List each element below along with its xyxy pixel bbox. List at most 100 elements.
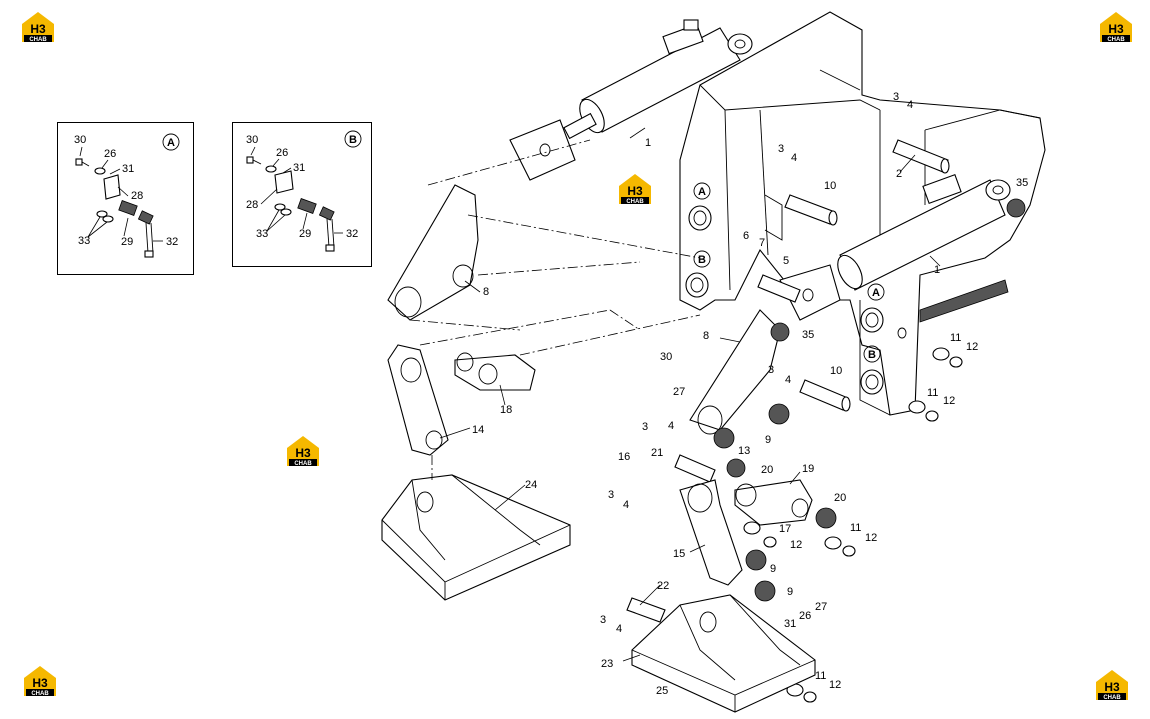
detail-inset-b: B 30 26 31 28 33 29 32 [232, 122, 372, 267]
callout-label: 2 [896, 168, 902, 180]
sensor-assembly-a [75, 146, 163, 258]
callout-label: 3 [893, 91, 899, 103]
h3-chab-logo: H3 CHAB [22, 12, 54, 43]
callout-label: 4 [668, 420, 674, 432]
callout-label: 23 [601, 658, 613, 670]
callout-label: 33 [256, 228, 268, 240]
ref-mark: B [698, 254, 706, 266]
callout-label: 19 [802, 463, 814, 475]
svg-text:H3: H3 [627, 184, 643, 198]
callout-label: 27 [673, 386, 685, 398]
callout-label: 30 [246, 134, 258, 146]
callout-label: 9 [765, 434, 771, 446]
callout-label: 28 [246, 199, 258, 211]
callout-label: 12 [865, 532, 877, 544]
callout-label: 1 [934, 264, 940, 276]
hydraulic-cylinder-lower [779, 174, 1011, 321]
callout-label: 31 [293, 162, 305, 174]
ref-mark: A [698, 186, 706, 198]
svg-text:H3: H3 [1108, 22, 1124, 36]
svg-text:H3: H3 [32, 676, 48, 690]
leader-lines [439, 127, 941, 662]
washers-and-nuts [743, 347, 963, 703]
svg-text:H3: H3 [1104, 680, 1120, 694]
svg-text:CHAB: CHAB [294, 461, 312, 467]
callout-label: 12 [943, 395, 955, 407]
ref-mark: A [872, 287, 880, 299]
inset-letter: B [349, 134, 357, 146]
svg-text:CHAB: CHAB [626, 199, 644, 205]
callout-label: 4 [616, 623, 622, 635]
callout-label: 13 [738, 445, 750, 457]
callout-label: 8 [703, 330, 709, 342]
callout-label: 8 [483, 286, 489, 298]
svg-text:CHAB: CHAB [29, 37, 47, 43]
callout-label: 29 [299, 228, 311, 240]
callout-label: 26 [104, 148, 116, 160]
svg-text:CHAB: CHAB [31, 691, 49, 697]
links [387, 184, 813, 586]
callout-label: 27 [815, 601, 827, 613]
sensor-assembly-b [246, 146, 343, 252]
callout-label: 3 [600, 614, 606, 626]
base-plate-23 [631, 594, 816, 713]
callout-label: 30 [660, 351, 672, 363]
callout-label: 3 [608, 489, 614, 501]
h3-chab-logo: H3 CHAB [1100, 12, 1132, 43]
hydraulic-cylinder-upper [509, 19, 753, 181]
callout-label: 3 [642, 421, 648, 433]
inset-letter: A [167, 137, 175, 149]
callout-label: 3 [768, 364, 774, 376]
callout-label: 4 [907, 99, 913, 111]
callout-label: 4 [623, 499, 629, 511]
callout-label: 5 [783, 255, 789, 267]
h3-chab-logo: H3 CHAB [287, 436, 319, 467]
callout-label: 20 [761, 464, 773, 476]
detail-inset-a: A 30 26 31 28 33 29 32 [57, 122, 194, 275]
callout-label: 6 [743, 230, 749, 242]
svg-text:H3: H3 [295, 446, 311, 460]
boom-frame [679, 11, 1046, 416]
callout-label: 11 [815, 670, 826, 682]
callout-label: 30 [74, 134, 86, 146]
alignment-lines [409, 139, 701, 480]
callout-label: 32 [346, 228, 358, 240]
callout-label: 22 [657, 580, 669, 592]
callout-label: 17 [779, 523, 791, 535]
callout-label: 33 [78, 235, 90, 247]
callout-label: 9 [787, 586, 793, 598]
callout-label: 35 [1016, 177, 1028, 189]
callout-label: 21 [651, 447, 663, 459]
callout-label: 1 [645, 137, 651, 149]
h3-chab-logo: H3 CHAB [1096, 670, 1128, 701]
callout-label: 16 [618, 451, 630, 463]
callout-numbers: 1 1 2 3 4 3 4 6 7 5 10 35 8 8 35 30 27 3… [472, 91, 1028, 697]
callout-label: 18 [500, 404, 512, 416]
callout-label: 14 [472, 424, 484, 436]
svg-text:H3: H3 [30, 22, 46, 36]
callout-label: 31 [784, 618, 796, 630]
callout-label: 12 [966, 341, 978, 353]
h3-chab-logo: H3 CHAB [24, 666, 56, 697]
callout-label: 4 [791, 152, 797, 164]
h3-chab-logo: H3 CHAB [619, 174, 651, 205]
callout-label: 15 [673, 548, 685, 560]
callout-label: 10 [824, 180, 836, 192]
callout-label: 4 [785, 374, 791, 386]
callout-label: 3 [778, 143, 784, 155]
callout-label: 24 [525, 479, 537, 491]
callout-label: 28 [131, 190, 143, 202]
callout-label: 29 [121, 236, 133, 248]
callout-label: 26 [799, 610, 811, 622]
callout-label: 11 [950, 332, 961, 344]
callout-label: 10 [830, 365, 842, 377]
callout-label: 25 [656, 685, 668, 697]
svg-text:CHAB: CHAB [1107, 37, 1125, 43]
ref-mark: B [868, 349, 876, 361]
callout-label: 11 [850, 522, 861, 534]
callout-label: 12 [829, 679, 841, 691]
callout-label: 11 [927, 387, 938, 399]
callout-label: 32 [166, 236, 178, 248]
